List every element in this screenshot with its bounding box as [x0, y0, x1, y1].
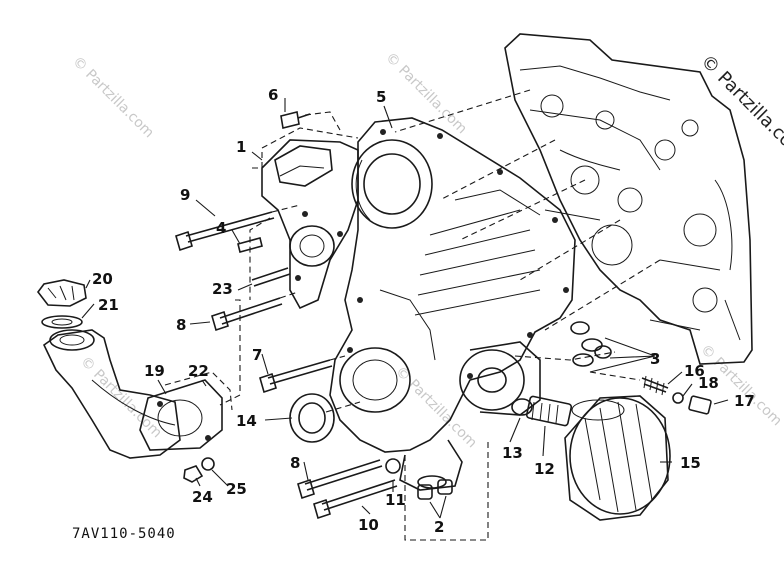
callout-14: 14 [236, 412, 257, 430]
callout-21: 21 [98, 296, 119, 314]
callout-8-lower: 8 [290, 454, 300, 472]
callout-18: 18 [698, 374, 719, 392]
callout-11: 11 [385, 491, 406, 509]
callout-19: 19 [144, 362, 165, 380]
oil-pump-body [399, 341, 541, 491]
drawing-code: 7AV110-5040 [72, 526, 176, 542]
leader-lines [81, 98, 729, 519]
callout-24: 24 [192, 488, 213, 506]
bolts [175, 111, 489, 541]
watermarks: © Partzilla.com © Partzilla.com © Partzi… [69, 50, 784, 452]
callout-1: 1 [236, 138, 246, 156]
callout-17: 17 [734, 392, 755, 410]
oil-filler-elbow [42, 329, 223, 459]
callout-25: 25 [226, 480, 247, 498]
callout-4: 4 [216, 219, 226, 237]
o-rings [514, 321, 616, 367]
timing-gear-cover [329, 117, 576, 453]
callout-3: 3 [650, 350, 660, 368]
oil-filter [564, 395, 671, 521]
callout-10: 10 [358, 516, 379, 534]
callout-12: 12 [534, 460, 555, 478]
relief-valve [589, 371, 712, 415]
callout-6: 6 [268, 86, 278, 104]
engine-block [394, 33, 753, 365]
callout-22: 22 [188, 362, 209, 380]
callout-8-upper: 8 [176, 316, 186, 334]
callout-2: 2 [434, 518, 444, 536]
callout-23: 23 [212, 280, 233, 298]
callout-5: 5 [376, 88, 386, 106]
oil-cap [36, 279, 87, 329]
callout-7: 7 [252, 346, 262, 364]
front-housing [249, 127, 359, 310]
callout-13: 13 [502, 444, 523, 462]
filter-fitting [511, 395, 573, 427]
callout-20: 20 [92, 270, 113, 288]
watermark-faint: © Partzilla.com [392, 364, 480, 452]
callout-9: 9 [180, 186, 190, 204]
oil-seal [289, 393, 335, 443]
callout-15: 15 [680, 454, 701, 472]
callout-16: 16 [684, 362, 705, 380]
watermark-faint: © Partzilla.com [69, 54, 157, 142]
callouts: 1 2 3 4 5 6 7 8 8 9 10 11 12 13 14 15 16… [92, 86, 755, 536]
